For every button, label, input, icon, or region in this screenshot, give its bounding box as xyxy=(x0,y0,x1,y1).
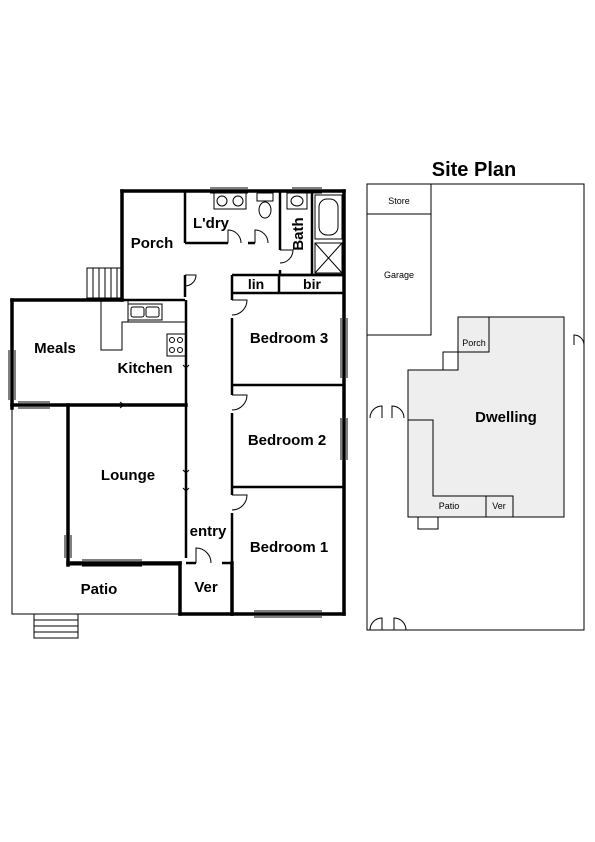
kitchen-sink-icon xyxy=(127,303,163,321)
site-boundary xyxy=(366,183,585,631)
room-label-entry: entry xyxy=(190,523,227,540)
opening-marks xyxy=(119,364,190,492)
room-label-ver: Ver xyxy=(194,579,218,596)
site-label-ver: Ver xyxy=(492,501,506,511)
room-label-bir: bir xyxy=(303,276,321,292)
site-plan-labels: Store Garage Porch Dwelling Patio Ver xyxy=(384,196,537,511)
floor-plan xyxy=(8,187,348,639)
room-label-bedroom2: Bedroom 2 xyxy=(248,432,326,449)
shower-icon xyxy=(314,242,343,274)
floor-plan-labels: Porch L'dry Bath lin bir Bedroom 3 Bedro… xyxy=(34,215,328,598)
room-label-linen: lin xyxy=(248,276,264,292)
site-patio-step xyxy=(417,516,439,530)
cooktop-icon xyxy=(166,333,187,357)
toilet-icon xyxy=(256,192,274,219)
site-label-garage: Garage xyxy=(384,270,414,280)
bathtub-icon xyxy=(314,194,343,240)
patio-steps xyxy=(33,613,79,639)
garage-outline xyxy=(366,213,432,336)
site-label-store: Store xyxy=(388,196,410,206)
kitchen-bench xyxy=(100,300,186,351)
site-label-dwelling: Dwelling xyxy=(475,409,537,426)
door-swings xyxy=(184,229,294,564)
site-label-patio: Patio xyxy=(439,501,460,511)
site-porch-outline xyxy=(457,316,490,370)
room-label-kitchen: Kitchen xyxy=(117,360,172,377)
room-label-laundry: L'dry xyxy=(193,215,230,232)
room-label-meals: Meals xyxy=(34,340,76,357)
room-label-bath: Bath xyxy=(290,217,307,250)
laundry-tub-icon xyxy=(213,192,247,210)
site-gates xyxy=(369,334,585,631)
site-plan-title: Site Plan xyxy=(432,159,516,181)
basin-icon xyxy=(286,192,308,210)
room-label-patio: Patio xyxy=(81,581,118,598)
site-step xyxy=(442,351,459,371)
back-steps xyxy=(86,267,122,299)
room-label-bedroom1: Bedroom 1 xyxy=(250,539,328,556)
site-plan xyxy=(366,183,585,631)
room-label-lounge: Lounge xyxy=(101,467,155,484)
room-label-bedroom3: Bedroom 3 xyxy=(250,330,328,347)
site-patio-outline xyxy=(408,419,514,517)
room-label-porch: Porch xyxy=(131,235,174,252)
interior-walls xyxy=(122,191,344,614)
site-label-porch: Porch xyxy=(462,338,486,348)
windows xyxy=(8,187,348,618)
